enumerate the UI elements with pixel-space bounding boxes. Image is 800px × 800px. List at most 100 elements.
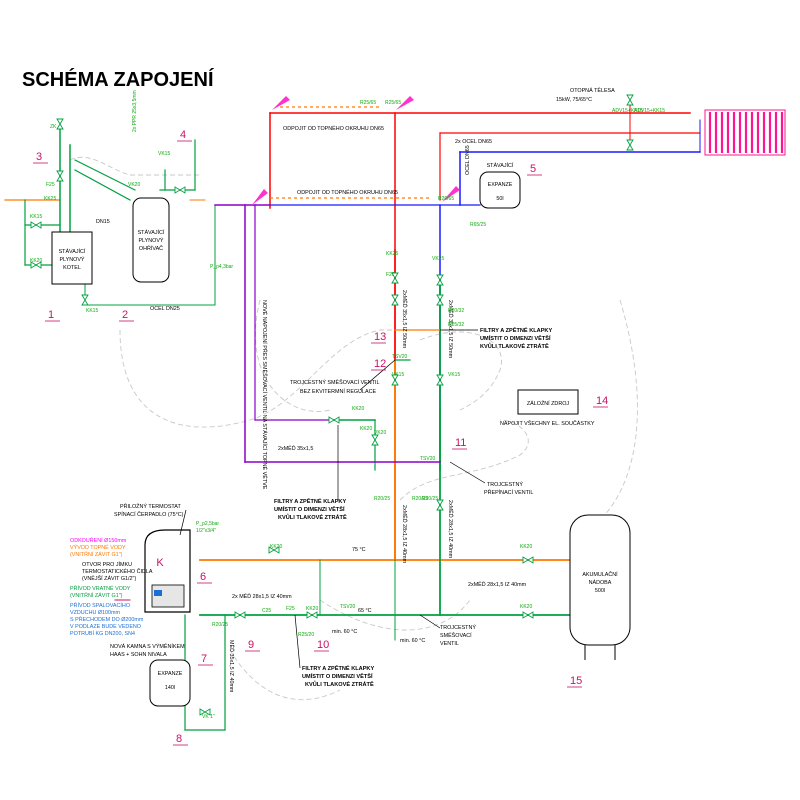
- valve-icon: [436, 374, 444, 386]
- valve-tag: F25: [46, 182, 55, 188]
- valve-icon: [30, 221, 42, 229]
- stove-label-1: NOVÁ KAMNA S VÝMĚNÍKEM: [110, 642, 185, 650]
- pipe-med28a-label: 2x MĚĎ 28x1,5 IZ 40mm: [232, 592, 292, 600]
- valve-tag: ADV15+KK15: [612, 108, 643, 114]
- valve-tag: R25/65: [385, 100, 401, 106]
- valve-tag: VK15: [448, 372, 460, 378]
- expanze5-label-3: 50l: [496, 196, 503, 202]
- valve-tag: KK20: [520, 544, 532, 550]
- valve-glyphs: [30, 94, 634, 716]
- tank-label-1: AKUMULAČNÍ: [582, 571, 618, 578]
- valve-tag: KK25: [44, 196, 56, 202]
- accumulation-tank: AKUMULAČNÍ NÁDOBA 500l: [569, 514, 631, 660]
- valve-tag: 1/2"x3/4": [196, 528, 216, 534]
- valve-tag: R25/65: [360, 100, 376, 106]
- valve-tag: R26/65: [438, 196, 454, 202]
- stove-port-label: V PODLAZE BUDE VEDENO: [70, 624, 141, 630]
- valve-tag: KK20: [520, 604, 532, 610]
- stove-port-label: PŘÍVOD SPALOVACÍHO: [70, 601, 130, 609]
- thermostat-label-2: SPÍNACÍ ČERPADLO (75°C): [114, 511, 184, 518]
- valve-icon: [81, 294, 89, 306]
- filter1-line-1: FILTRY A ZPĚTNÉ KLAPKY: [480, 326, 552, 334]
- ref-number-13: 13: [374, 331, 386, 343]
- three-way1-line-1: TROJCESTNÝ SMĚŠOVACÍ VENTIL: [290, 378, 379, 386]
- valve-tag: VK20: [128, 182, 140, 188]
- valve-tag: KK20: [30, 258, 42, 264]
- valve-tag: KK20: [352, 406, 364, 412]
- valve-icon: [391, 374, 399, 386]
- filter3-line-2: UMÍSTIT O DIMENZI VĚTŠÍ: [302, 672, 373, 680]
- stove-port-label: OTVOR PRO JÍMKU: [82, 561, 132, 568]
- existing-expansion-vessel: STÁVAJÍCÍ EXPANZE 50l: [479, 162, 521, 209]
- valve-tag: R25/32: [448, 322, 464, 328]
- heater-label-3: OHŘÍVAČ: [139, 244, 163, 252]
- disconnect-lines: [270, 106, 430, 199]
- thermostat-label-1: PŘILOŽNÝ TERMOSTAT: [120, 502, 182, 510]
- valve-tag: VK20: [374, 430, 386, 436]
- radiator-icon: OTOPNÁ TĚLESA 15kW, 75/65°C: [556, 86, 786, 156]
- ref-number-5: 5: [530, 163, 536, 175]
- boiler-label-1: STÁVAJÍCÍ: [59, 248, 86, 255]
- valve-tag: TSV20: [420, 456, 436, 462]
- valve-tag: R20/32: [448, 308, 464, 314]
- disconnect-label-2: ODPOJIT OD TOPNÉHO OKRUHU DN65: [297, 189, 398, 196]
- pipe-med28v-label: 2xMĚĎ 28x1,5 IZ 40mm: [401, 505, 409, 564]
- valve-icon: [328, 416, 340, 424]
- valve-tag: F25: [286, 606, 295, 612]
- backup-power-source: ZÁLOŽNÍ ZDROJ NAPOJIT VŠECHNY EL. SOUČÁS…: [500, 389, 595, 427]
- valve-tag: KK15: [86, 308, 98, 314]
- ref-number-7: 7: [201, 653, 207, 665]
- ppr-label: 2x PPR 25x3,5mm: [132, 90, 138, 132]
- stove-port-label: (VNITŘNÍ ZÁVIT G1"): [70, 591, 123, 599]
- valve-icon: [391, 294, 399, 306]
- three-way3-line-3: VENTIL: [440, 641, 459, 647]
- pipe-med35e-label: MĚĎ 35x1,5 IZ 40mm: [228, 640, 236, 693]
- three-way3-line-1: TROJCESTNÝ: [440, 624, 476, 631]
- stove-label-2: HAAS + SOHN NIVALA: [110, 652, 167, 658]
- three-way1-line-2: BEZ EKVITERMNÍ REGULACE: [300, 388, 376, 395]
- pipe-med28v2-label: 2xMĚĎ 28x1,5 IZ 40mm: [447, 500, 455, 559]
- filter3-line-1: FILTRY A ZPĚTNÉ KLAPKY: [302, 664, 374, 672]
- reserve-note: NAPOJIT VŠECHNY EL. SOUČÁSTKY: [500, 420, 595, 427]
- existing-gas-water-heater: STÁVAJÍCÍ PLYNOVÝ OHŘÍVAČ: [132, 197, 170, 283]
- stove-marker: K: [156, 557, 164, 569]
- temp75-label: 75 °C: [352, 547, 366, 553]
- ref-number-9: 9: [248, 639, 254, 651]
- dn15-label: DN15: [96, 219, 110, 225]
- valve-icon: [626, 139, 634, 151]
- ref-number-14: 14: [596, 395, 608, 407]
- valve-tag: VK 1": [202, 714, 215, 720]
- ref-number-12: 12: [374, 358, 386, 370]
- pressure2-label: P_p2,5bar: [196, 521, 219, 527]
- boiler-label-3: KOTEL: [63, 265, 81, 271]
- filter2-line-1: FILTRY A ZPĚTNÉ KLAPKY: [274, 497, 346, 505]
- valve-icon: [436, 274, 444, 286]
- tmin2-label: min. 60 °C: [400, 638, 425, 644]
- ocel-dn65-label: 2x OCEL DN65: [455, 139, 492, 145]
- ref-number-8: 8: [176, 733, 182, 745]
- pressure-label: P_p4,3bar: [210, 264, 233, 270]
- valve-tag: R65/25: [470, 222, 486, 228]
- valve-icon: [56, 170, 64, 182]
- valve-icon: [268, 546, 280, 554]
- boiler-label-2: PLYNOVÝ: [59, 256, 84, 263]
- valve-icon: [436, 294, 444, 306]
- stove-port-label: VÝVOD TOPNÉ VODY: [70, 544, 126, 551]
- ref-number-11: 11: [455, 437, 466, 449]
- valve-tag: TSV20: [392, 354, 408, 360]
- ref-number-2: 2: [122, 309, 128, 321]
- pipe-med28b-label: 2xMĚĎ 28x1,5 IZ 40mm: [468, 580, 527, 588]
- pipe-med35v-label: 2xMĚĎ 35x1,5 IZ 50mm: [401, 290, 409, 349]
- valve-icon: [436, 499, 444, 511]
- diagram-title: SCHÉMA ZAPOJENÍ: [22, 68, 214, 91]
- heating-bodies-label-1: OTOPNÁ TĚLESA: [570, 86, 615, 94]
- new-expansion-vessel: EXPANZE 140l: [149, 659, 191, 707]
- valve-tag: R20/25: [422, 496, 438, 502]
- tmin-label: min. 60 °C: [332, 629, 357, 635]
- valve-tag: R20/25: [374, 496, 390, 502]
- valve-icon: [56, 118, 64, 130]
- valve-tag: R20/25: [212, 622, 228, 628]
